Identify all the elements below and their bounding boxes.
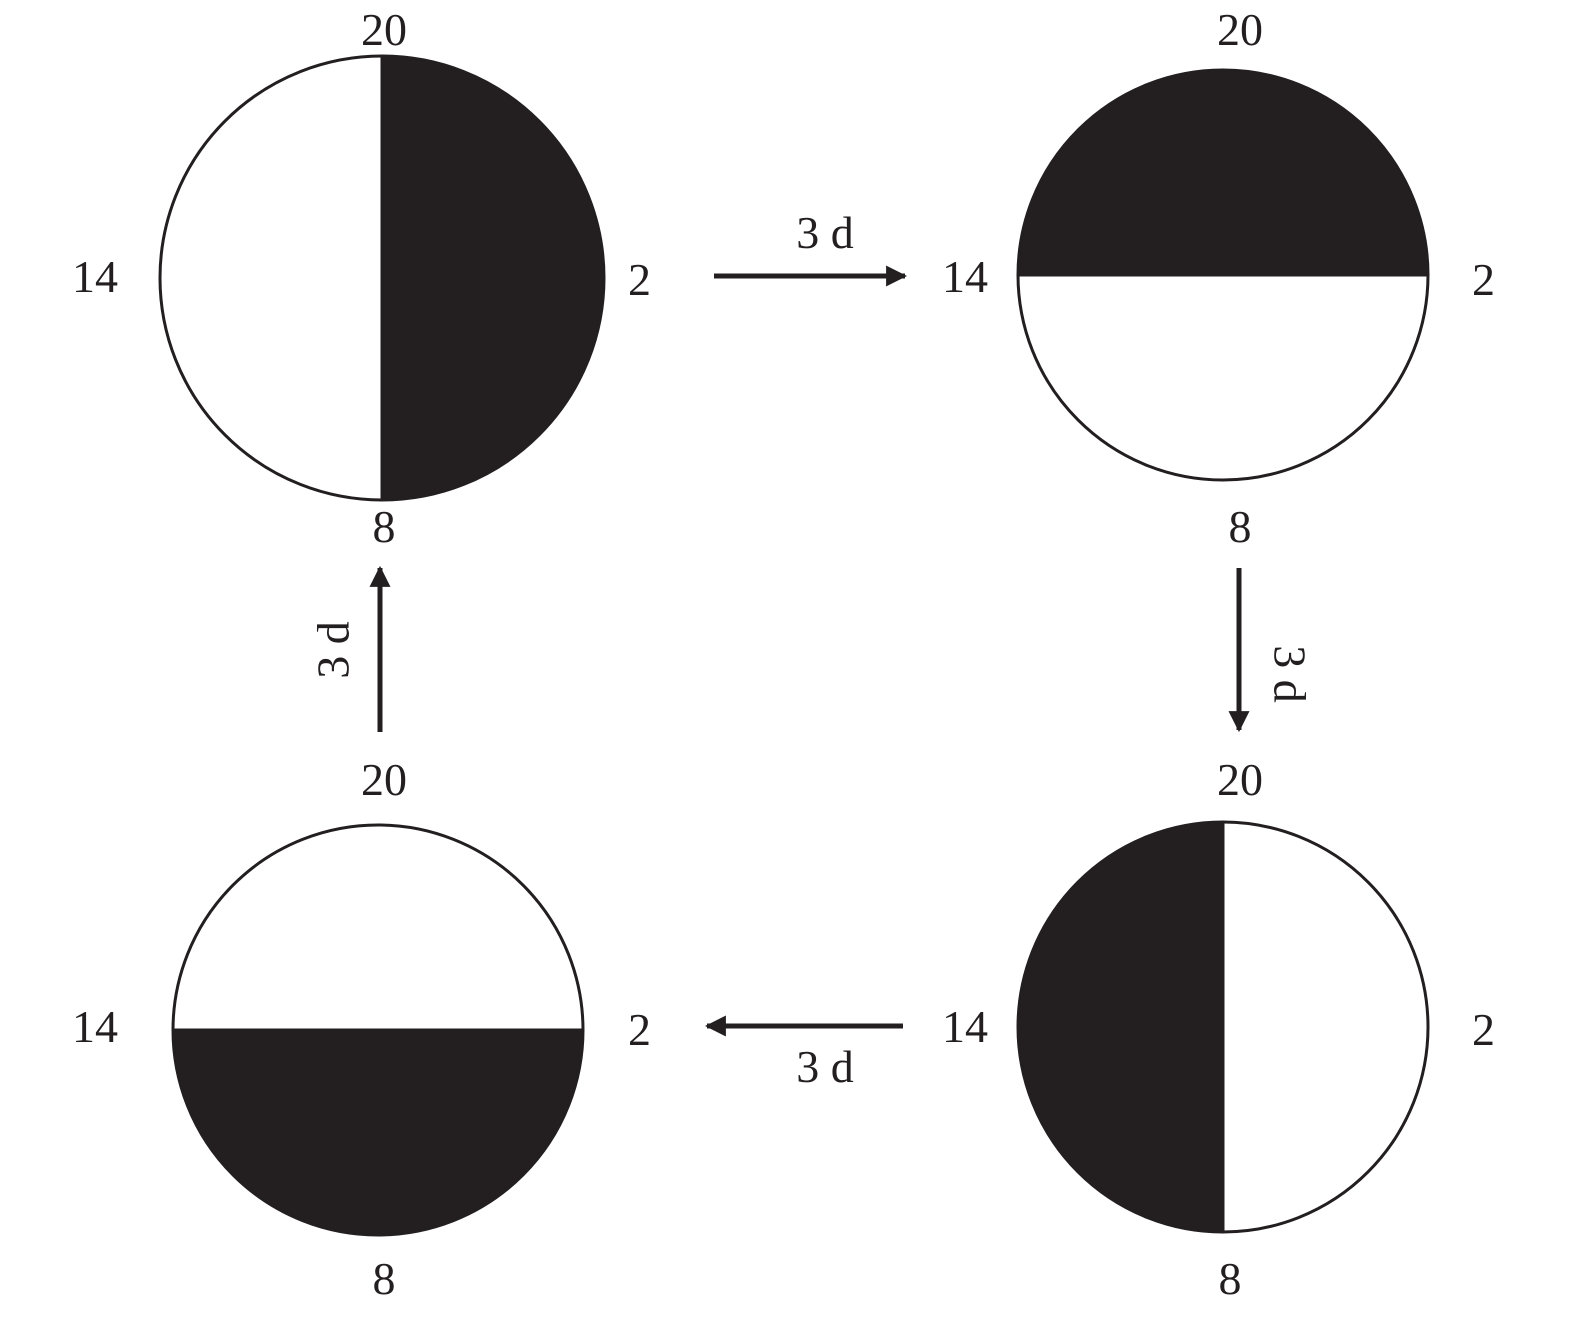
label-bottom-left-left: 14 <box>72 1001 118 1052</box>
label-top-left-bottom: 8 <box>373 501 396 552</box>
label-bottom-left-bottom: 8 <box>373 1253 396 1304</box>
dark-half <box>382 56 604 500</box>
label-top-right-left: 14 <box>942 251 988 302</box>
arrow-top-label: 3 d <box>796 207 854 258</box>
panel-bottom-left <box>171 823 585 1237</box>
arrow-right-label: 3 d <box>1264 645 1315 703</box>
disc-outline <box>1016 68 1430 482</box>
label-bottom-right-left: 14 <box>942 1001 988 1052</box>
label-bottom-left-top: 20 <box>361 754 407 805</box>
panel-bottom-right <box>1016 820 1430 1234</box>
panel-top-left <box>158 54 606 502</box>
dark-half <box>173 1030 583 1235</box>
label-top-left-top: 20 <box>361 4 407 55</box>
panel-top-right <box>1016 68 1430 482</box>
dark-half <box>1018 70 1428 275</box>
label-bottom-right-right: 2 <box>1472 1004 1495 1055</box>
arrow-left-label: 3 d <box>308 621 359 679</box>
arrow-bottom-label: 3 d <box>796 1041 854 1092</box>
disc-outline <box>158 54 606 502</box>
label-top-right-top: 20 <box>1217 4 1263 55</box>
label-top-left-left: 14 <box>72 251 118 302</box>
dark-half <box>1018 822 1223 1232</box>
label-bottom-right-bottom: 8 <box>1219 1253 1242 1304</box>
disc-outline <box>171 823 585 1237</box>
label-top-left-right: 2 <box>628 254 651 305</box>
label-top-right-right: 2 <box>1472 254 1495 305</box>
disc-outline <box>1016 820 1430 1234</box>
label-top-right-bottom: 8 <box>1229 501 1252 552</box>
label-bottom-right-top: 20 <box>1217 754 1263 805</box>
label-bottom-left-right: 2 <box>628 1004 651 1055</box>
